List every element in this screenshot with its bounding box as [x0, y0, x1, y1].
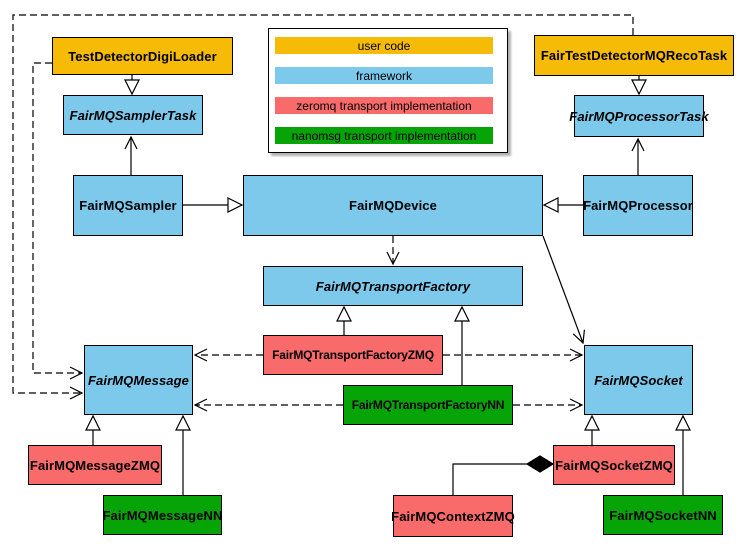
node-fairmq-processor: FairMQProcessor — [583, 175, 693, 236]
node-label: FairMQSampler — [79, 198, 177, 213]
edge-digiloader-uses-message — [32, 62, 84, 380]
node-fairmq-transport-factory: FairMQTransportFactory — [263, 266, 523, 306]
node-label: FairMQMessageNN — [102, 507, 223, 523]
node-fairmq-sampler: FairMQSampler — [73, 175, 183, 236]
node-fairmq-processor-task: FairMQProcessorTask — [569, 95, 709, 137]
node-fairmq-context-zmq: FairMQContextZMQ — [391, 495, 515, 537]
node-label: FairMQSocket — [594, 372, 683, 388]
node-label: FairMQTransportFactoryNN — [351, 398, 505, 412]
legend: user code framework zeromq transport imp… — [268, 28, 508, 153]
node-label: FairMQDevice — [349, 198, 437, 213]
edge-contextzmq-part-of-socketzmq — [452, 463, 527, 495]
node-test-detector-digi-loader: TestDetectorDigiLoader — [52, 37, 233, 75]
node-label: FairMQSocketNN — [609, 507, 717, 523]
node-fairmq-transport-factory-nn: FairMQTransportFactoryNN — [343, 385, 513, 425]
node-label: FairMQProcessorTask — [569, 108, 709, 124]
node-label: FairTestDetectorMQRecoTask — [540, 48, 728, 63]
node-fairmq-socket-zmq: FairMQSocketZMQ — [553, 445, 675, 485]
node-label: FairMQTransportFactoryZMQ — [272, 348, 434, 362]
legend-item-nanomsg: nanomsg transport implementation — [275, 127, 493, 144]
legend-item-user-code: user code — [275, 37, 493, 54]
node-label: FairMQSamplerTask — [69, 107, 197, 123]
node-fairmq-message: FairMQMessage — [84, 345, 193, 415]
legend-item-zeromq: zeromq transport implementation — [275, 97, 493, 114]
composition-diamond-icon — [525, 455, 555, 473]
node-fair-test-detector-mq-reco-task: FairTestDetectorMQRecoTask — [534, 35, 734, 76]
legend-item-framework: framework — [275, 67, 493, 84]
legend-label: nanomsg transport implementation — [291, 128, 477, 143]
node-fairmq-message-nn: FairMQMessageNN — [103, 495, 222, 535]
node-label: FairMQContextZMQ — [391, 508, 515, 524]
node-fairmq-device: FairMQDevice — [243, 175, 543, 236]
legend-label: user code — [357, 38, 411, 53]
node-label: FairMQMessageZMQ — [29, 457, 161, 473]
node-fairmq-transport-factory-zmq: FairMQTransportFactoryZMQ — [263, 335, 443, 375]
node-fairmq-message-zmq: FairMQMessageZMQ — [28, 445, 162, 485]
node-label: FairMQMessage — [87, 372, 189, 388]
node-label: FairMQTransportFactory — [315, 278, 471, 294]
node-label: TestDetectorDigiLoader — [68, 48, 217, 64]
node-fairmq-sampler-task: FairMQSamplerTask — [63, 95, 203, 135]
node-fairmq-socket-nn: FairMQSocketNN — [603, 495, 723, 535]
edge-device-uses-socket — [542, 235, 586, 345]
legend-label: framework — [355, 68, 412, 83]
node-label: FairMQProcessor — [583, 198, 693, 213]
node-fairmq-socket: FairMQSocket — [584, 345, 693, 415]
node-label: FairMQSocketZMQ — [555, 457, 673, 473]
legend-label: zeromq transport implementation — [296, 98, 472, 113]
edge-recotask-uses-message — [12, 14, 634, 400]
